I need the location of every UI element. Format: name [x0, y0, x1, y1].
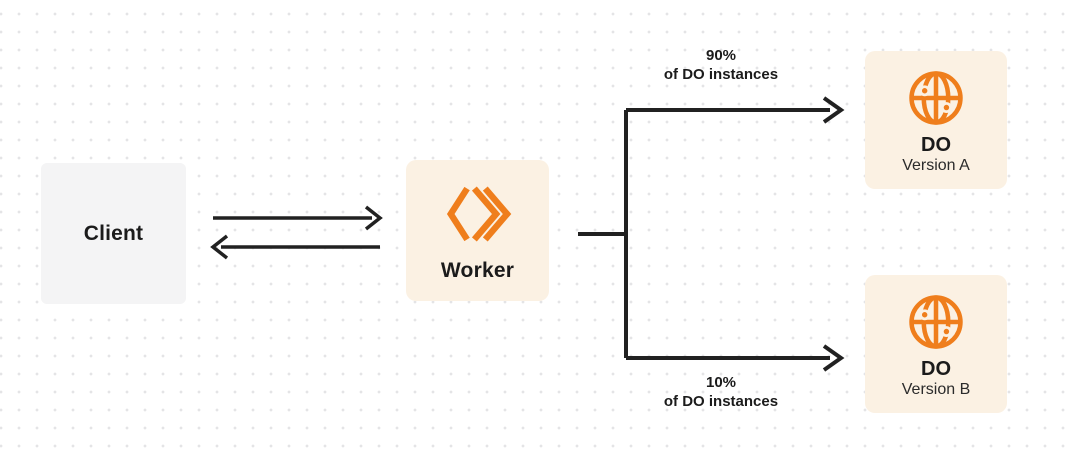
do-version-b-node: DO Version B [865, 275, 1007, 413]
globe-dot-icon [940, 101, 952, 113]
top-branch-caption: of DO instances [663, 66, 779, 83]
client-worker-arrows [210, 205, 383, 260]
split-branch-lines [578, 108, 830, 360]
bottom-branch-label: 10% of DO instances [611, 373, 831, 411]
cloudflare-workers-logo-icon [446, 186, 511, 242]
request-arrowhead-icon [364, 205, 383, 231]
top-branch-label: 90% of DO instances [611, 46, 831, 84]
do-b-title: DO [921, 357, 951, 380]
globe-dot-icon [940, 325, 952, 337]
client-node: Client [41, 163, 186, 304]
response-arrowhead-icon [210, 234, 229, 260]
globe-dot-icon [919, 84, 931, 96]
globe-icon [909, 294, 963, 349]
worker-node: Worker [406, 160, 549, 301]
do-b-subtitle: Version B [901, 380, 971, 398]
bottom-branch-percent: 10% [705, 374, 737, 391]
globe-icon [909, 70, 963, 125]
do-version-a-node: DO Version A [865, 51, 1007, 189]
traffic-split-connector [578, 96, 845, 372]
bottom-branch-arrowhead-icon [822, 344, 845, 372]
do-a-subtitle: Version A [902, 156, 970, 174]
client-label: Client [83, 221, 144, 245]
do-a-title: DO [921, 133, 951, 156]
worker-label: Worker [440, 259, 515, 282]
bottom-branch-caption: of DO instances [663, 393, 779, 410]
top-branch-percent: 90% [705, 47, 737, 64]
top-branch-arrowhead-icon [822, 96, 845, 124]
globe-dot-icon [919, 308, 931, 320]
